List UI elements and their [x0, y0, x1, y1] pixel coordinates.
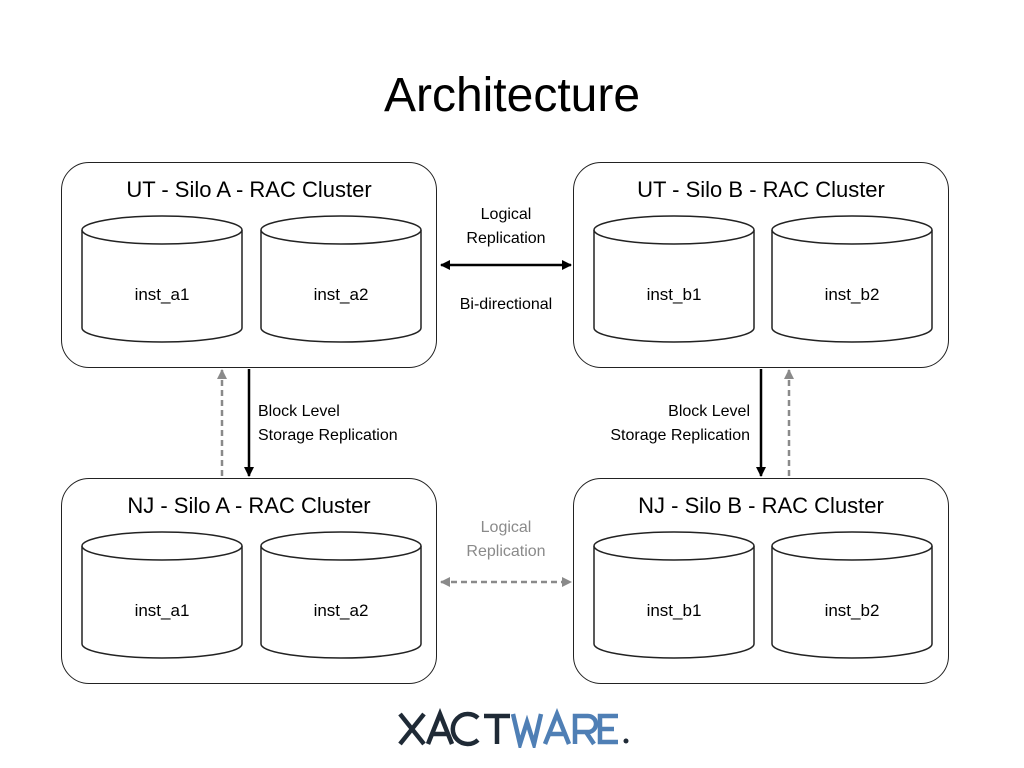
- cluster-nj-silo-a: NJ - Silo A - RAC Cluster inst_a1 inst_a…: [61, 478, 437, 684]
- instance-label: inst_b2: [824, 285, 880, 304]
- label-line: Storage Replication: [610, 427, 750, 444]
- instance-label: inst_a2: [313, 601, 369, 620]
- instance-label: inst_a1: [134, 601, 190, 620]
- database-icon: [81, 531, 243, 659]
- database-cylinder: inst_b2: [771, 215, 933, 343]
- database-cylinder: inst_b2: [771, 531, 933, 659]
- database-cylinder: inst_a1: [81, 531, 243, 659]
- database-icon: [81, 215, 243, 343]
- xactware-logo: [398, 708, 629, 748]
- label-line: Replication: [466, 230, 546, 247]
- instance-label: inst_b1: [646, 601, 702, 620]
- label-line: Block Level: [258, 403, 340, 420]
- database-icon: [771, 215, 933, 343]
- database-icon: [593, 215, 755, 343]
- database-cylinder: inst_b1: [593, 215, 755, 343]
- database-cylinder: inst_a2: [260, 215, 422, 343]
- database-cylinder: inst_a1: [81, 215, 243, 343]
- left-storage-replication-label: Block Level Storage Replication: [258, 400, 438, 448]
- instance-label: inst_b2: [824, 601, 880, 620]
- right-storage-replication-label: Block Level Storage Replication: [570, 400, 750, 448]
- label-line: Logical: [480, 206, 532, 223]
- database-cylinder: inst_b1: [593, 531, 755, 659]
- nj-logical-replication-label: Logical Replication: [446, 516, 566, 564]
- label-line: Storage Replication: [258, 427, 398, 444]
- slide-title: Architecture: [383, 69, 641, 122]
- cluster-title: UT - Silo B - RAC Cluster: [637, 177, 885, 202]
- cluster-title: NJ - Silo B - RAC Cluster: [638, 493, 884, 518]
- database-icon: [260, 215, 422, 343]
- ut-logical-replication-label: Logical Replication: [446, 203, 566, 251]
- label-line: Replication: [466, 543, 546, 560]
- bi-directional-label: Bi-directional: [459, 296, 553, 313]
- database-icon: [260, 531, 422, 659]
- cluster-title: UT - Silo A - RAC Cluster: [126, 177, 372, 202]
- cluster-ut-silo-a: UT - Silo A - RAC Cluster inst_a1 inst_a…: [61, 162, 437, 368]
- instance-label: inst_a2: [313, 285, 369, 304]
- cluster-ut-silo-b: UT - Silo B - RAC Cluster inst_b1 inst_b…: [573, 162, 949, 368]
- cluster-nj-silo-b: NJ - Silo B - RAC Cluster inst_b1 inst_b…: [573, 478, 949, 684]
- instance-label: inst_a1: [134, 285, 190, 304]
- database-cylinder: inst_a2: [260, 531, 422, 659]
- instance-label: inst_b1: [646, 285, 702, 304]
- label-line: Block Level: [668, 403, 750, 420]
- database-icon: [593, 531, 755, 659]
- label-line: Logical: [480, 519, 532, 536]
- cluster-title: NJ - Silo A - RAC Cluster: [127, 493, 371, 518]
- database-icon: [771, 531, 933, 659]
